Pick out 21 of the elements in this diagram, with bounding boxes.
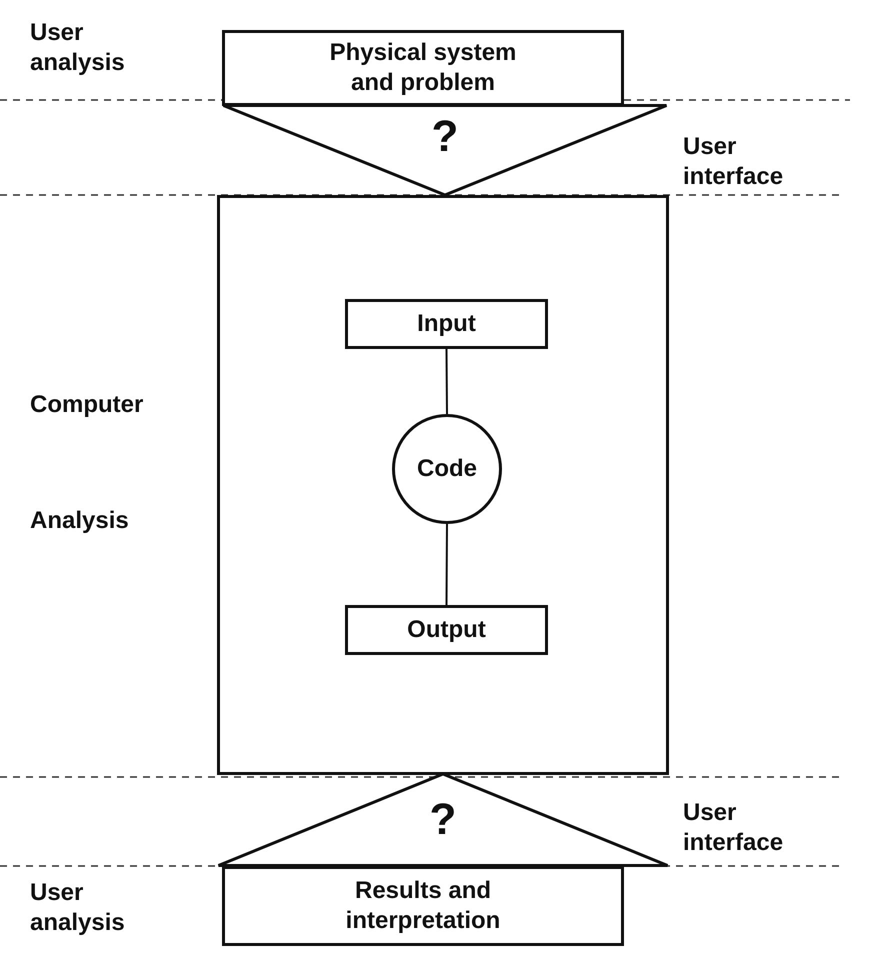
process-box xyxy=(345,605,548,655)
process-box xyxy=(222,30,624,106)
box-label: Output xyxy=(407,615,486,645)
side-label: User interface xyxy=(683,798,784,858)
question-mark: ? xyxy=(430,795,456,845)
box-label: Results and interpretation xyxy=(344,876,502,936)
triangle-shape xyxy=(217,773,669,867)
box-label: Physical system and problem xyxy=(328,38,518,98)
side-label: User analysis xyxy=(30,18,126,78)
side-label: User interface xyxy=(683,132,784,192)
triangle-shape xyxy=(222,104,668,196)
process-box xyxy=(345,299,548,349)
process-box xyxy=(222,866,624,946)
box-label: Code xyxy=(417,454,477,484)
side-label: User analysis xyxy=(30,878,126,938)
box-label: Input xyxy=(417,309,476,339)
connector-line xyxy=(446,524,448,605)
side-label: Computer xyxy=(30,390,144,420)
connector-line xyxy=(446,349,448,414)
question-mark: ? xyxy=(432,112,458,162)
side-label: Analysis xyxy=(30,506,129,536)
